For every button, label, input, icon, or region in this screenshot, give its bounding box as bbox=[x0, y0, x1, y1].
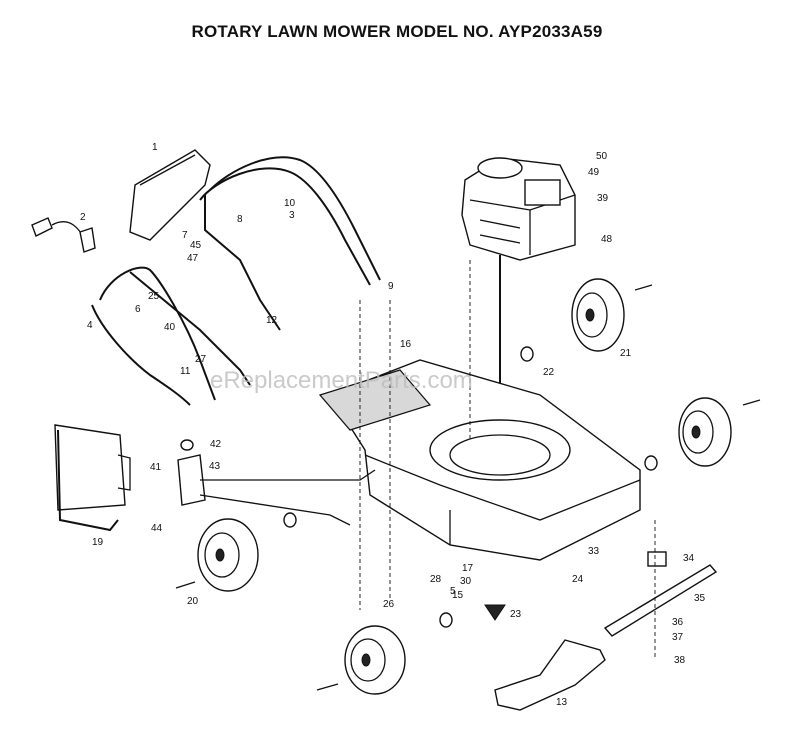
control-cable bbox=[31, 217, 96, 253]
callout-10: 10 bbox=[284, 198, 296, 209]
callout-15: 15 bbox=[452, 590, 464, 601]
wheel-front-left bbox=[344, 625, 406, 695]
callout-50: 50 bbox=[596, 151, 608, 162]
lower-handle bbox=[91, 266, 251, 406]
callout-35: 35 bbox=[694, 593, 706, 604]
callout-4: 4 bbox=[87, 320, 93, 331]
callout-39: 39 bbox=[597, 193, 609, 204]
callout-43: 43 bbox=[209, 461, 221, 472]
callout-19: 19 bbox=[92, 537, 104, 548]
callout-24: 24 bbox=[572, 574, 584, 585]
callout-26: 26 bbox=[383, 599, 395, 610]
callout-48: 48 bbox=[601, 234, 613, 245]
diagram-title: ROTARY LAWN MOWER MODEL NO. AYP2033A59 bbox=[191, 22, 603, 41]
callout-28: 28 bbox=[430, 574, 442, 585]
blade bbox=[603, 551, 718, 637]
watermark: eReplacementParts.com bbox=[210, 367, 473, 394]
callout-21: 21 bbox=[620, 348, 632, 359]
callout-17: 17 bbox=[462, 563, 474, 574]
grass-catcher bbox=[54, 424, 131, 532]
callout-5: 5 bbox=[450, 586, 456, 597]
callout-23: 23 bbox=[510, 609, 522, 620]
callout-12: 12 bbox=[266, 315, 278, 326]
callout-20: 20 bbox=[187, 596, 199, 607]
wheel-front-right bbox=[571, 278, 625, 352]
callout-labels: 1 2 3 4 5 6 7 8 9 10 11 12 13 15 16 17 1… bbox=[80, 142, 706, 708]
callout-27: 27 bbox=[195, 354, 207, 365]
callout-42: 42 bbox=[210, 439, 222, 450]
callout-8: 8 bbox=[237, 214, 243, 225]
callout-36: 36 bbox=[672, 617, 684, 628]
callout-2: 2 bbox=[80, 212, 86, 223]
handle-panel bbox=[129, 149, 211, 241]
callout-37: 37 bbox=[672, 632, 684, 643]
callout-33: 33 bbox=[588, 546, 600, 557]
wheel-rear-left bbox=[197, 518, 259, 592]
callout-9: 9 bbox=[388, 281, 394, 292]
callout-1: 1 bbox=[152, 142, 158, 153]
mower-deck bbox=[318, 359, 641, 561]
callout-49: 49 bbox=[588, 167, 600, 178]
callout-22: 22 bbox=[543, 367, 555, 378]
engine bbox=[461, 157, 576, 420]
callout-47: 47 bbox=[187, 253, 199, 264]
callout-41: 41 bbox=[150, 462, 162, 473]
callout-25: 25 bbox=[148, 291, 160, 302]
callout-38: 38 bbox=[674, 655, 686, 666]
upper-handle bbox=[199, 156, 381, 331]
callout-11: 11 bbox=[180, 366, 191, 377]
callout-44: 44 bbox=[151, 523, 163, 534]
callout-30: 30 bbox=[460, 576, 472, 587]
guide-lines bbox=[359, 260, 656, 660]
height-adjust-bracket bbox=[177, 454, 376, 526]
callout-34: 34 bbox=[683, 553, 695, 564]
callout-45: 45 bbox=[190, 240, 202, 251]
callout-16: 16 bbox=[400, 339, 412, 350]
mulch-plate bbox=[494, 639, 606, 711]
callout-13: 13 bbox=[556, 697, 568, 708]
callout-7: 7 bbox=[182, 230, 188, 241]
callout-3: 3 bbox=[289, 210, 295, 221]
hardware bbox=[175, 284, 761, 691]
callout-40: 40 bbox=[164, 322, 176, 333]
callout-6: 6 bbox=[135, 304, 141, 315]
wheel-rear-right bbox=[678, 397, 732, 467]
